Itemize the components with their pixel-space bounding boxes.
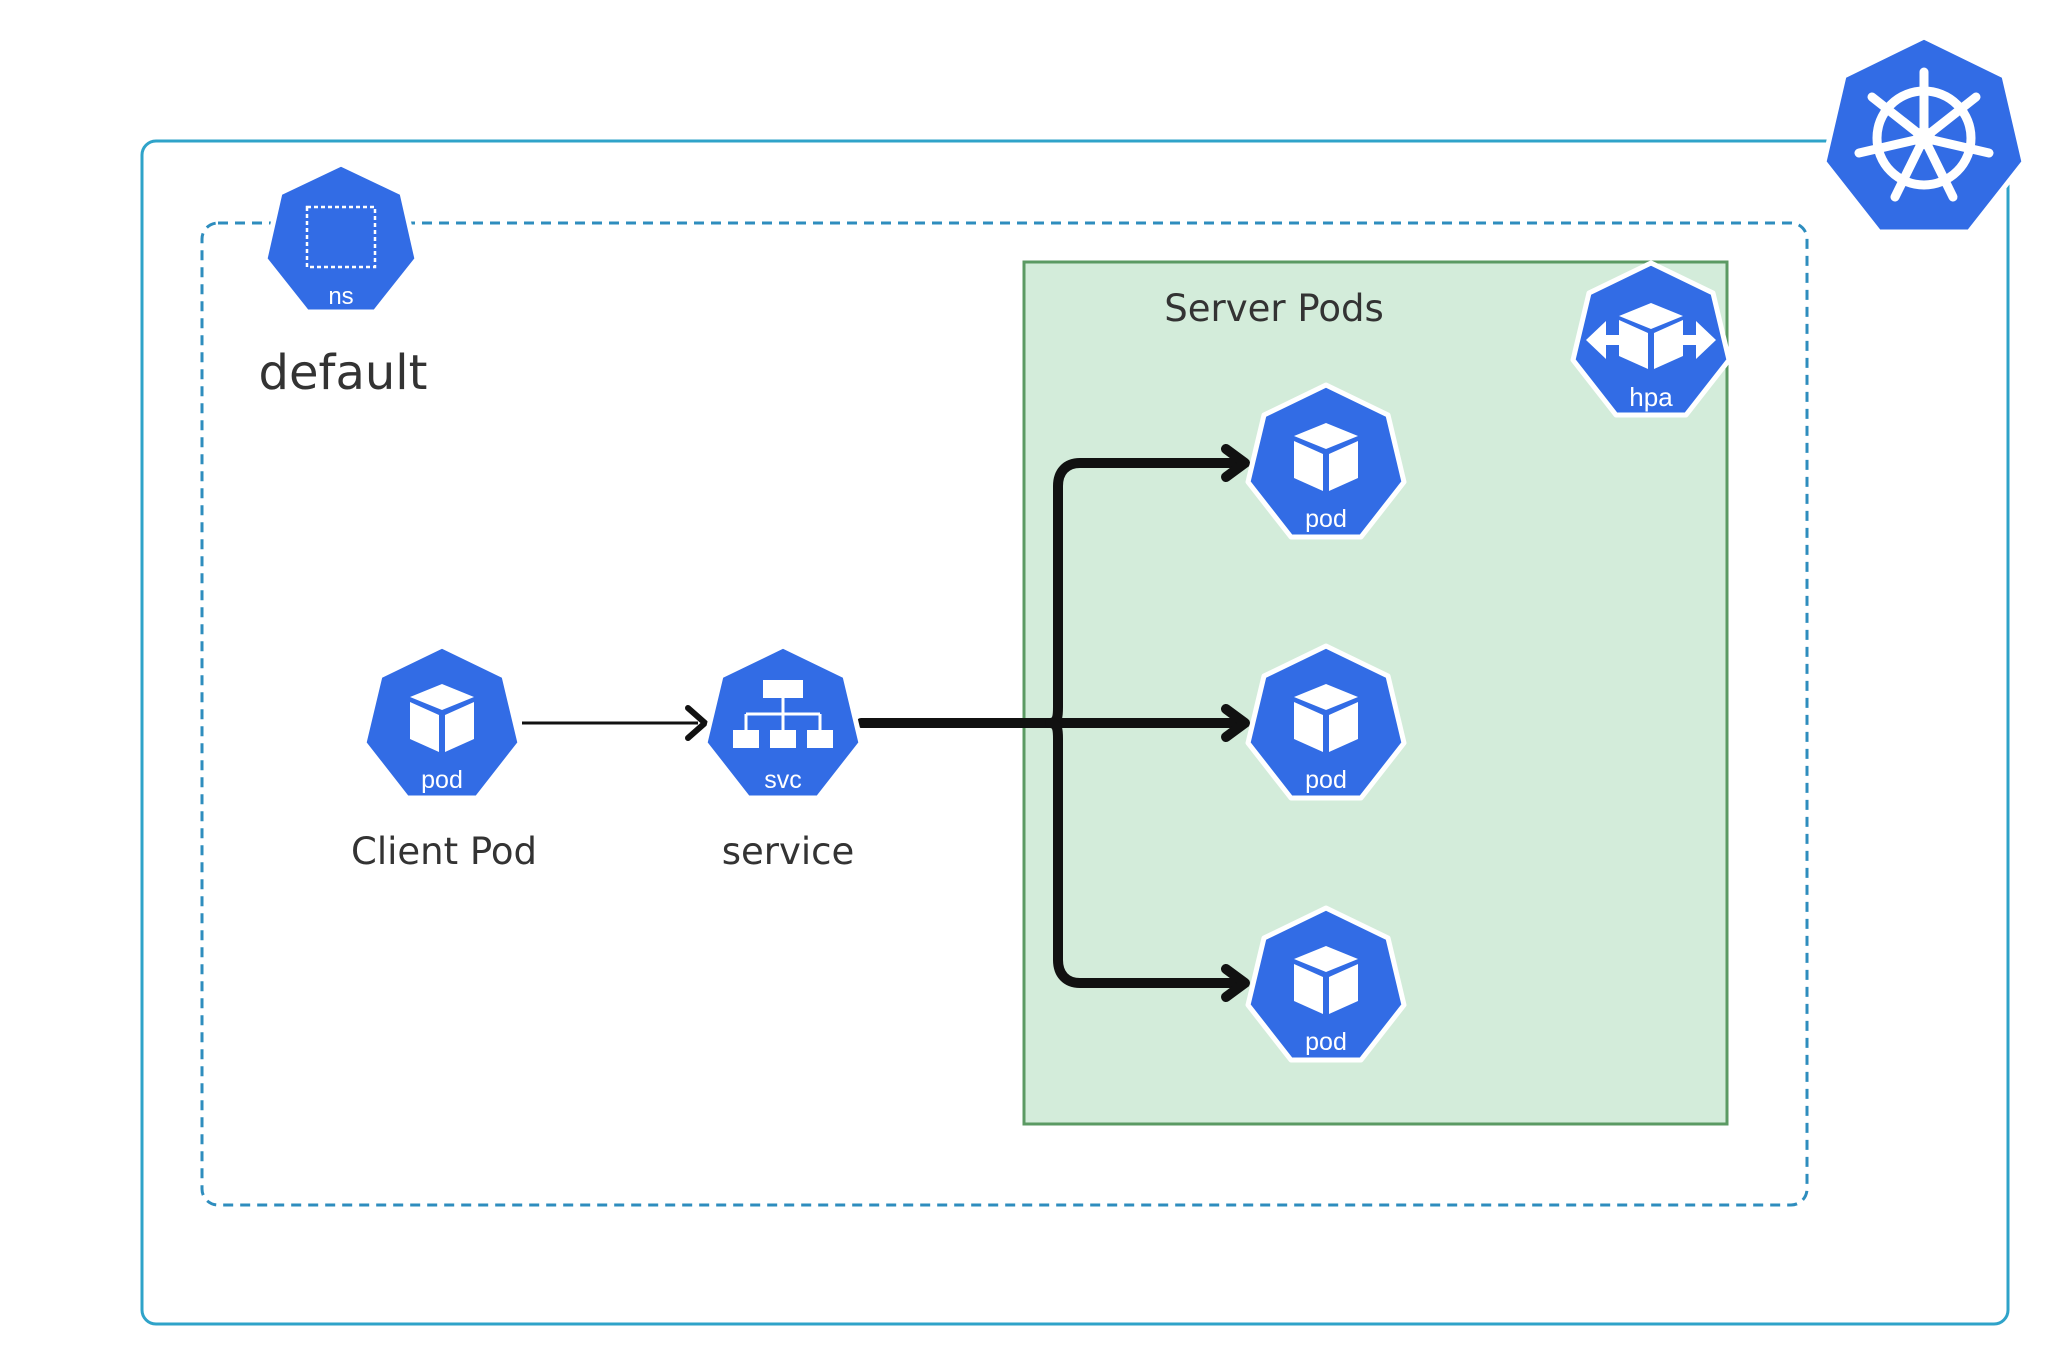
server-pod-3-label: pod xyxy=(1305,1028,1347,1056)
service-name: service xyxy=(721,830,855,873)
kubernetes-helm-wheel-icon xyxy=(1821,34,2027,235)
service-to-pods-arrows xyxy=(856,444,1250,1002)
server-pod-icon-1 xyxy=(1245,382,1407,540)
client-to-service-arrow xyxy=(522,705,708,741)
client-pod-name: Client Pod xyxy=(351,830,537,873)
namespace-name: default xyxy=(258,345,428,401)
hpa-icon-label: hpa xyxy=(1629,382,1673,412)
server-pods-title: Server Pods xyxy=(1164,287,1384,330)
namespace-boundary xyxy=(200,221,1809,1207)
client-pod-icon-label: pod xyxy=(421,766,463,794)
namespace-icon-label: ns xyxy=(328,283,354,310)
server-pod-1-label: pod xyxy=(1305,505,1347,533)
namespace-icon xyxy=(262,161,420,315)
server-pod-2-label: pod xyxy=(1305,766,1347,794)
service-icon-label: svc xyxy=(764,766,802,794)
client-pod-icon xyxy=(361,643,523,801)
service-svc-icon xyxy=(702,643,864,801)
server-pod-icon-3 xyxy=(1245,905,1407,1063)
server-pod-icon-2 xyxy=(1245,643,1407,801)
cluster-boundary xyxy=(140,139,2010,1326)
hpa-icon xyxy=(1570,260,1732,418)
